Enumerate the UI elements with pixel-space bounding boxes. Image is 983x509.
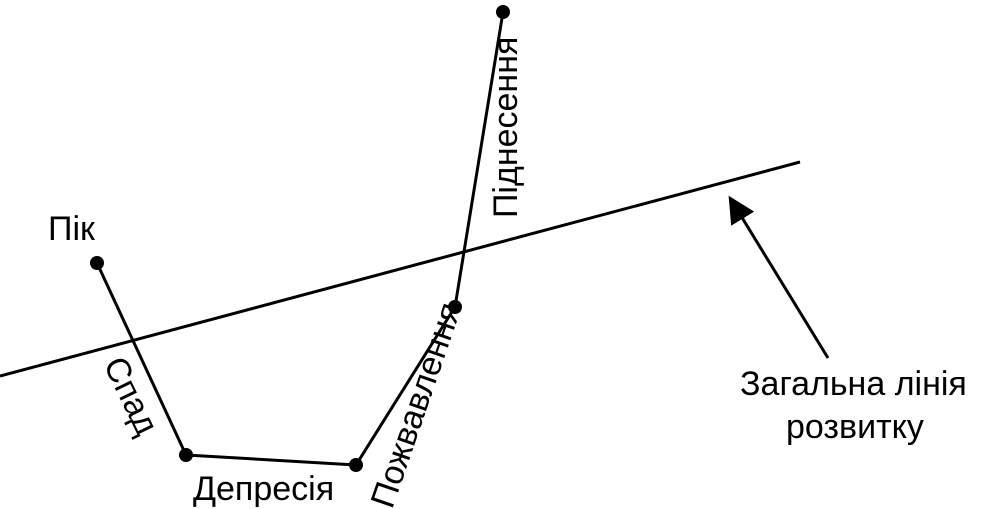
point-rise [496,5,510,19]
point-depression-start [179,448,193,462]
point-depression-end [349,458,363,472]
cycle-curve [95,11,505,467]
label-recovery: Пожвавлення [364,298,470,509]
label-decline: Спад [96,351,166,441]
trend-line [0,160,801,378]
point-recovery [448,300,462,314]
label-peak: Пік [48,210,96,248]
label-trend-line-2: розвитку [786,408,924,446]
label-rise: Піднесення [487,37,525,218]
label-trend-line-1: Загальна лінія [740,365,967,403]
point-peak [90,256,104,270]
label-depression: Депресія [193,470,334,508]
trend-pointer-arrow [728,195,830,359]
